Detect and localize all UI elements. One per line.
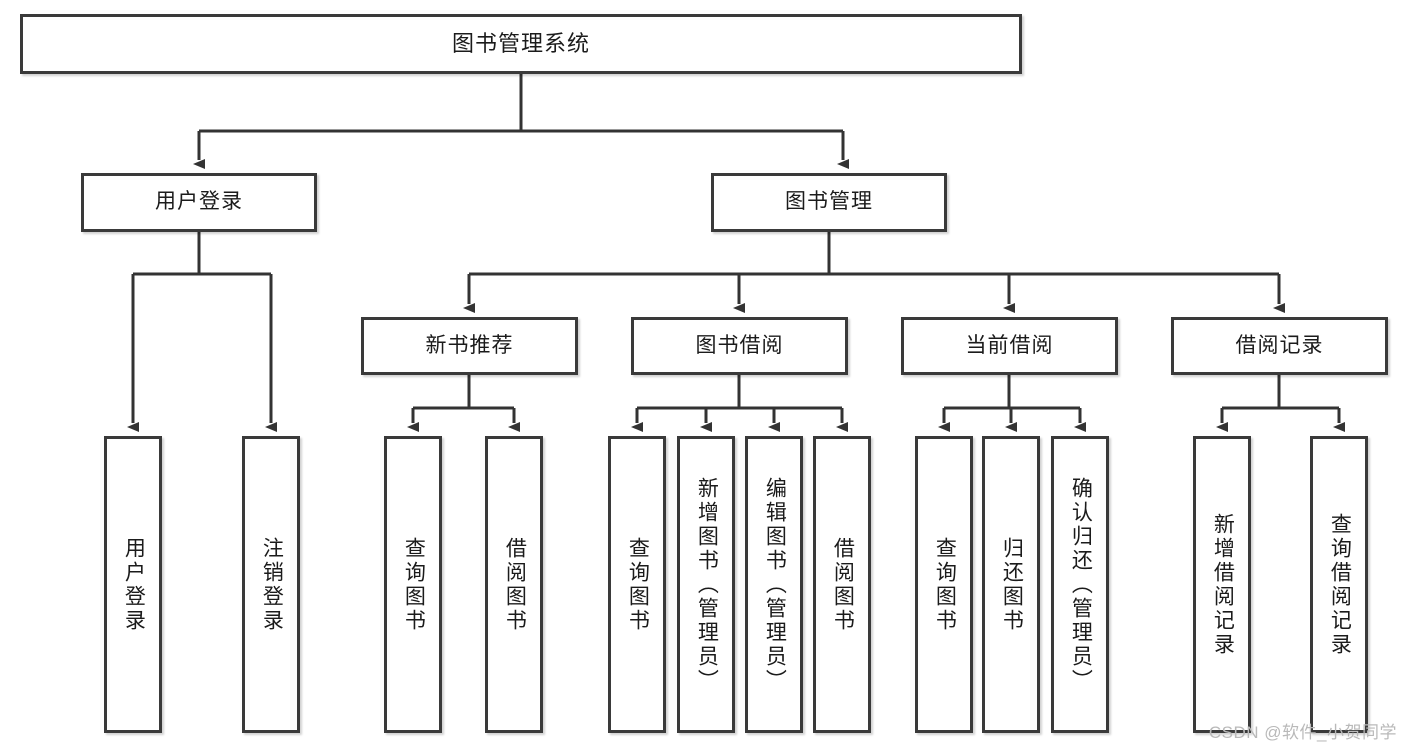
node-root[interactable]: 图书管理系统 [20,14,1022,74]
leaf-add-book[interactable]: 新增图书（管理员） [677,436,735,733]
node-current-borrow-label: 当前借阅 [965,333,1054,357]
watermark: CSDN @软件_小贺同学 [1208,723,1397,742]
node-book-manage[interactable]: 图书管理 [711,173,947,232]
leaf-borrow-book-2-label: 借阅图书 [831,536,855,633]
leaf-query-book-3-label: 查询图书 [933,536,957,633]
node-current-borrow[interactable]: 当前借阅 [901,317,1118,375]
leaf-confirm-return[interactable]: 确认归还（管理员） [1051,436,1109,733]
leaf-logout-label: 注销登录 [260,536,284,633]
leaf-add-record[interactable]: 新增借阅记录 [1193,436,1251,733]
leaf-query-book-1-label: 查询图书 [402,536,426,633]
leaf-query-book-1[interactable]: 查询图书 [384,436,442,733]
leaf-query-book-3[interactable]: 查询图书 [915,436,973,733]
node-borrow-record-label: 借阅记录 [1235,333,1324,357]
node-new-book-rec[interactable]: 新书推荐 [361,317,578,375]
leaf-borrow-book-2[interactable]: 借阅图书 [813,436,871,733]
leaf-query-record[interactable]: 查询借阅记录 [1310,436,1368,733]
leaf-add-record-label: 新增借阅记录 [1211,512,1235,657]
node-book-borrow-label: 图书借阅 [695,333,784,357]
leaf-user-login[interactable]: 用户登录 [104,436,162,733]
node-root-label: 图书管理系统 [451,31,590,57]
leaf-logout[interactable]: 注销登录 [242,436,300,733]
leaf-query-record-label: 查询借阅记录 [1328,512,1352,657]
node-borrow-record[interactable]: 借阅记录 [1171,317,1388,375]
leaf-edit-book[interactable]: 编辑图书（管理员） [745,436,803,733]
leaf-edit-book-label: 编辑图书（管理员） [763,476,787,693]
leaf-query-book-2[interactable]: 查询图书 [608,436,666,733]
leaf-add-book-label: 新增图书（管理员） [695,476,719,693]
leaf-return-book[interactable]: 归还图书 [982,436,1040,733]
leaf-confirm-return-label: 确认归还（管理员） [1069,476,1093,693]
leaf-borrow-book-1[interactable]: 借阅图书 [485,436,543,733]
leaf-user-login-label: 用户登录 [122,536,146,633]
node-user-login[interactable]: 用户登录 [81,173,317,232]
leaf-return-book-label: 归还图书 [1000,536,1024,633]
node-user-login-label: 用户登录 [155,190,243,214]
node-book-manage-label: 图书管理 [785,190,873,214]
node-new-book-rec-label: 新书推荐 [425,333,514,357]
leaf-query-book-2-label: 查询图书 [626,536,650,633]
leaf-borrow-book-1-label: 借阅图书 [503,536,527,633]
node-book-borrow[interactable]: 图书借阅 [631,317,848,375]
